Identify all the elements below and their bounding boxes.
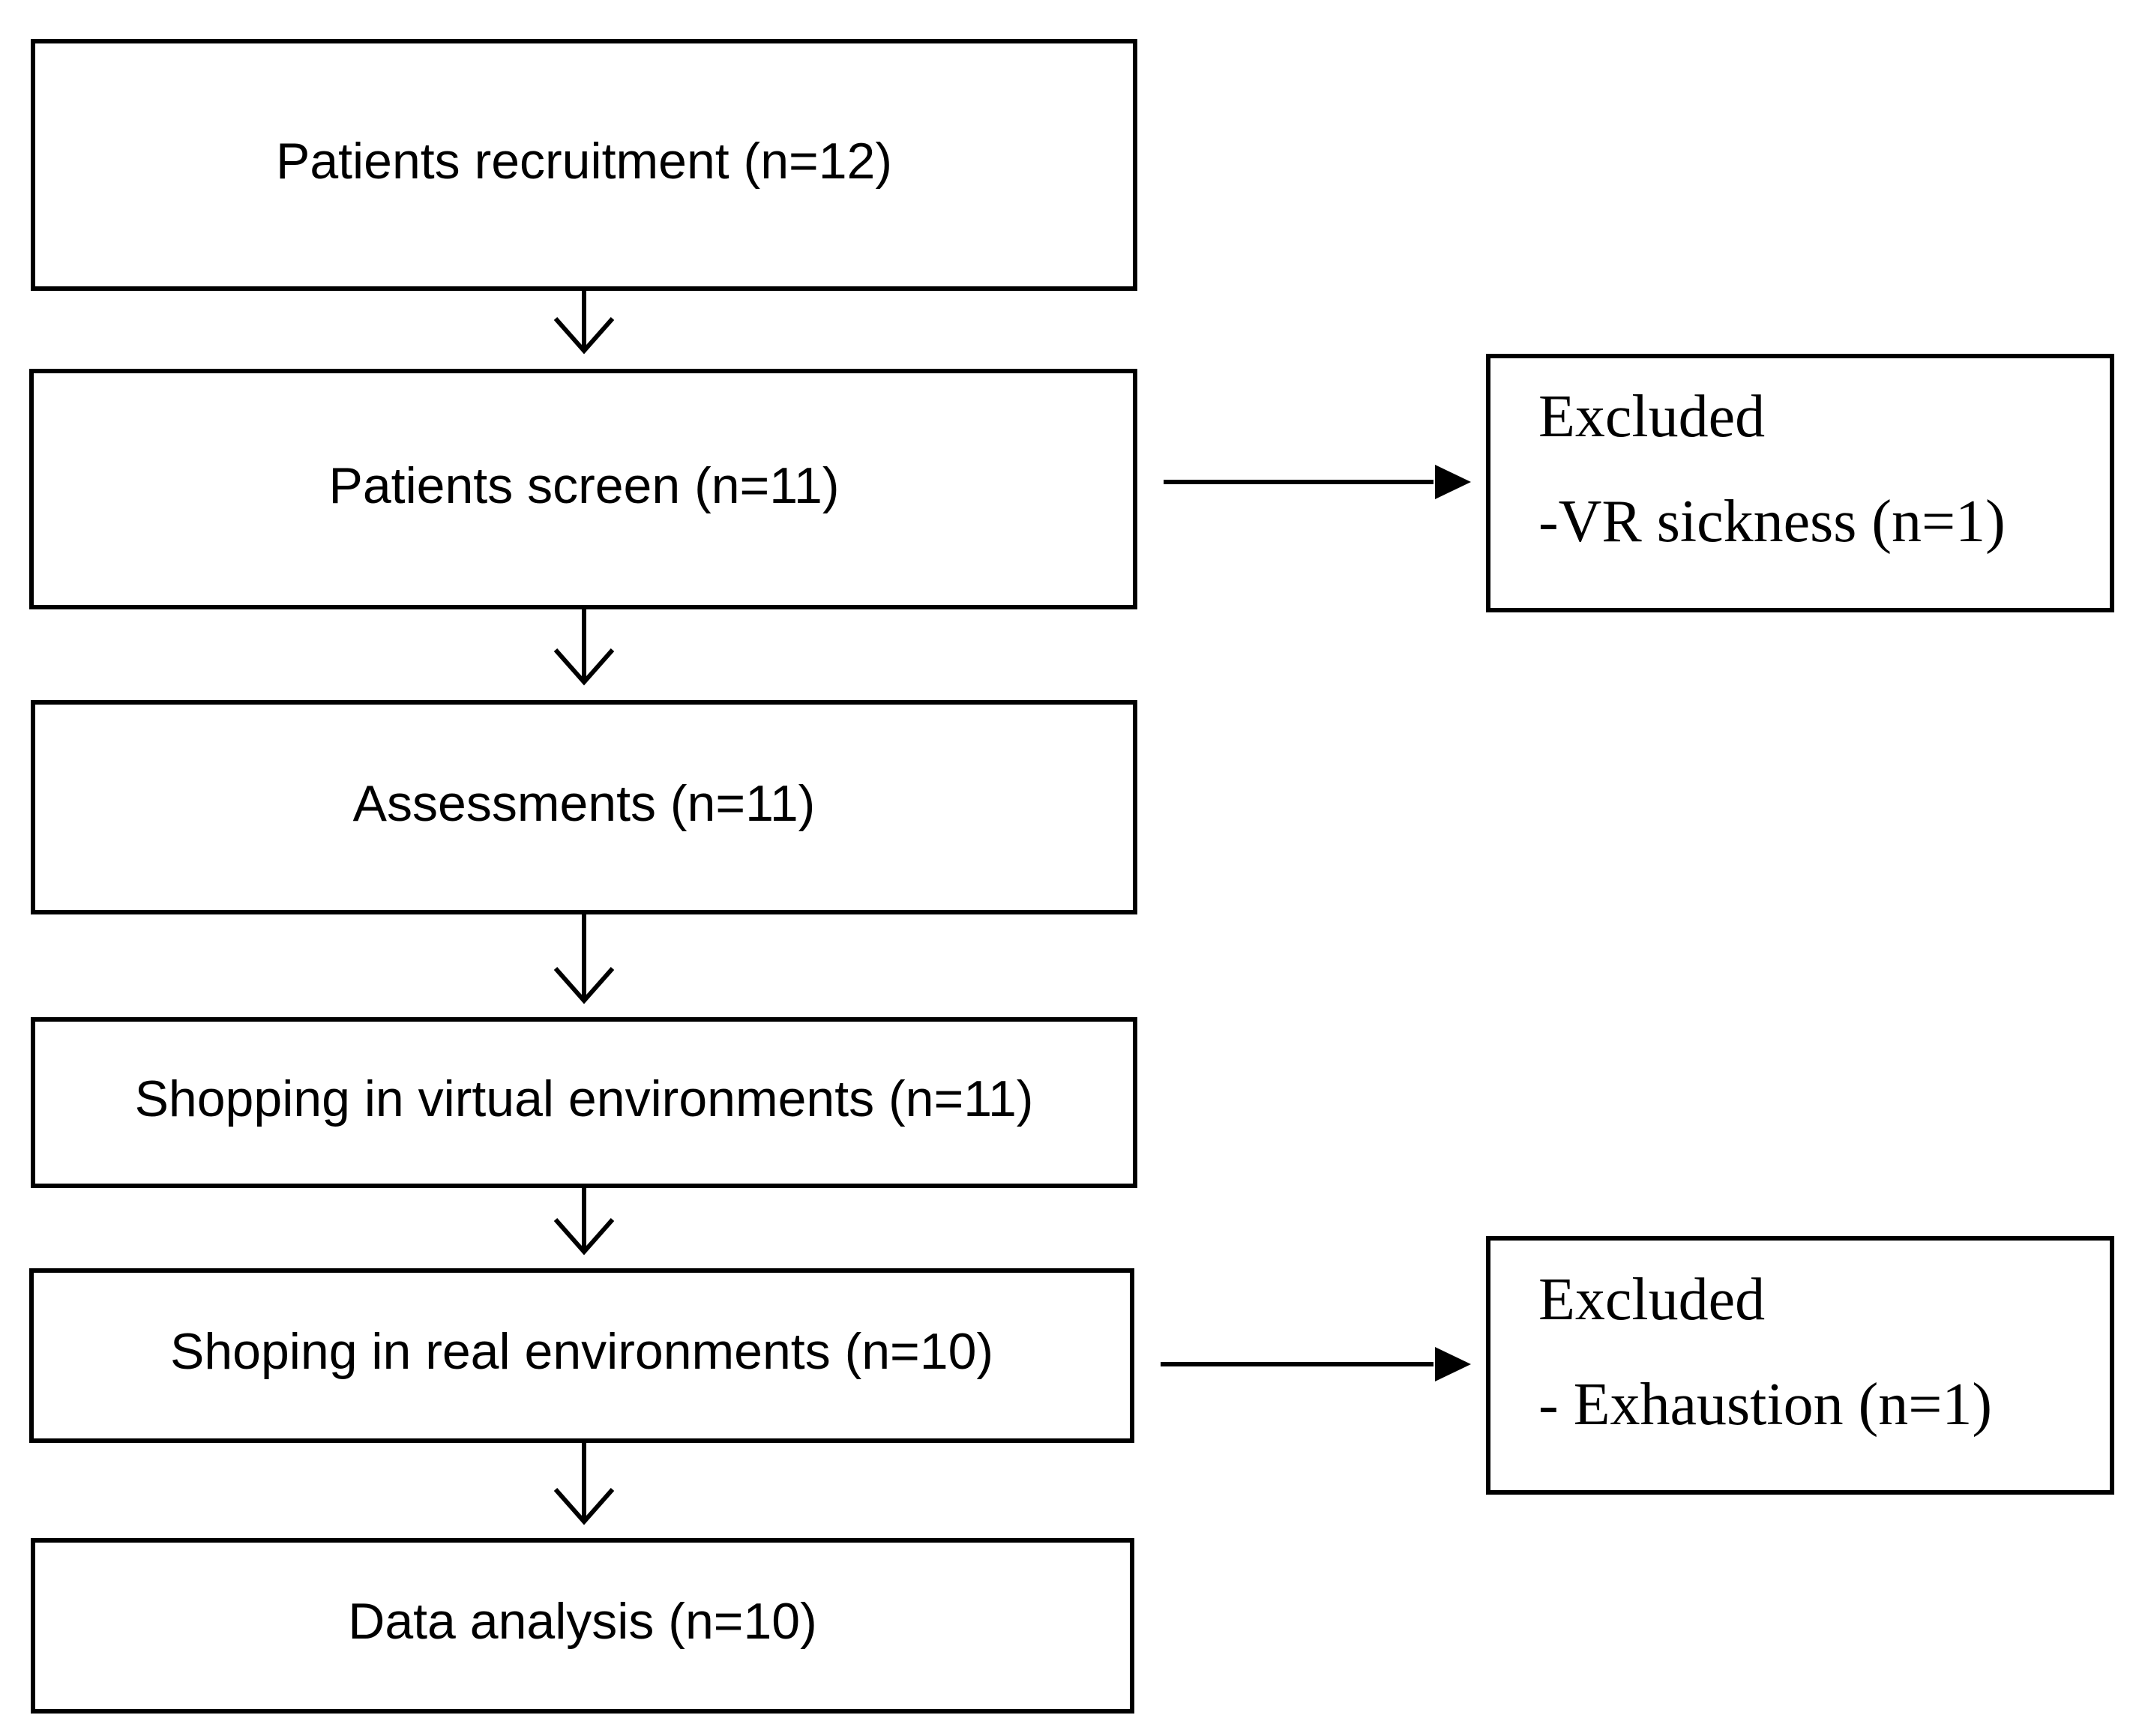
exclusion-box [1486, 354, 2114, 612]
flow-arrow [553, 1186, 615, 1256]
exclusion-arrow [1164, 465, 1471, 499]
exclusion-arrow [1161, 1347, 1471, 1381]
step-patients-recruitment: Patients recruitment (n=12) [31, 39, 1137, 291]
flow-arrow [553, 1441, 615, 1525]
step-box [29, 369, 1137, 609]
step-patients-screen: Patients screen (n=11) [29, 369, 1137, 609]
step-data-analysis: Data analysis (n=10) [31, 1538, 1134, 1714]
step-label: Shopping in virtual environments (n=11) [135, 1070, 1034, 1127]
exclusion-reason: - Exhaustion (n=1) [1538, 1372, 1992, 1438]
flow-arrow [553, 607, 615, 686]
step-label: Shoping in real environments (n=10) [170, 1323, 993, 1380]
step-label: Data analysis (n=10) [348, 1593, 817, 1650]
step-box [31, 39, 1137, 291]
step-label: Patients recruitment (n=12) [276, 133, 892, 190]
step-label: Patients screen (n=11) [329, 457, 840, 514]
exclusion-title: Excluded [1538, 384, 1765, 450]
flow-arrow [553, 912, 615, 1004]
step-label: Assessments (n=11) [353, 775, 816, 832]
step-shopping-real: Shoping in real environments (n=10) [29, 1268, 1134, 1443]
exclusion-box [1486, 1236, 2114, 1495]
step-box [31, 1538, 1134, 1714]
step-shopping-virtual: Shopping in virtual environments (n=11) [31, 1017, 1137, 1188]
step-box [31, 1017, 1137, 1188]
step-box [29, 1268, 1134, 1443]
exclusion-reason: -VR sickness (n=1) [1538, 489, 2006, 555]
step-assessments: Assessments (n=11) [31, 700, 1137, 914]
exclusion-title: Excluded [1538, 1267, 1765, 1333]
exclusion-box-exhaustion: Excluded - Exhaustion (n=1) [1486, 1236, 2114, 1495]
flow-arrow [553, 289, 615, 355]
exclusion-box-vr-sickness: Excluded -VR sickness (n=1) [1486, 354, 2114, 612]
